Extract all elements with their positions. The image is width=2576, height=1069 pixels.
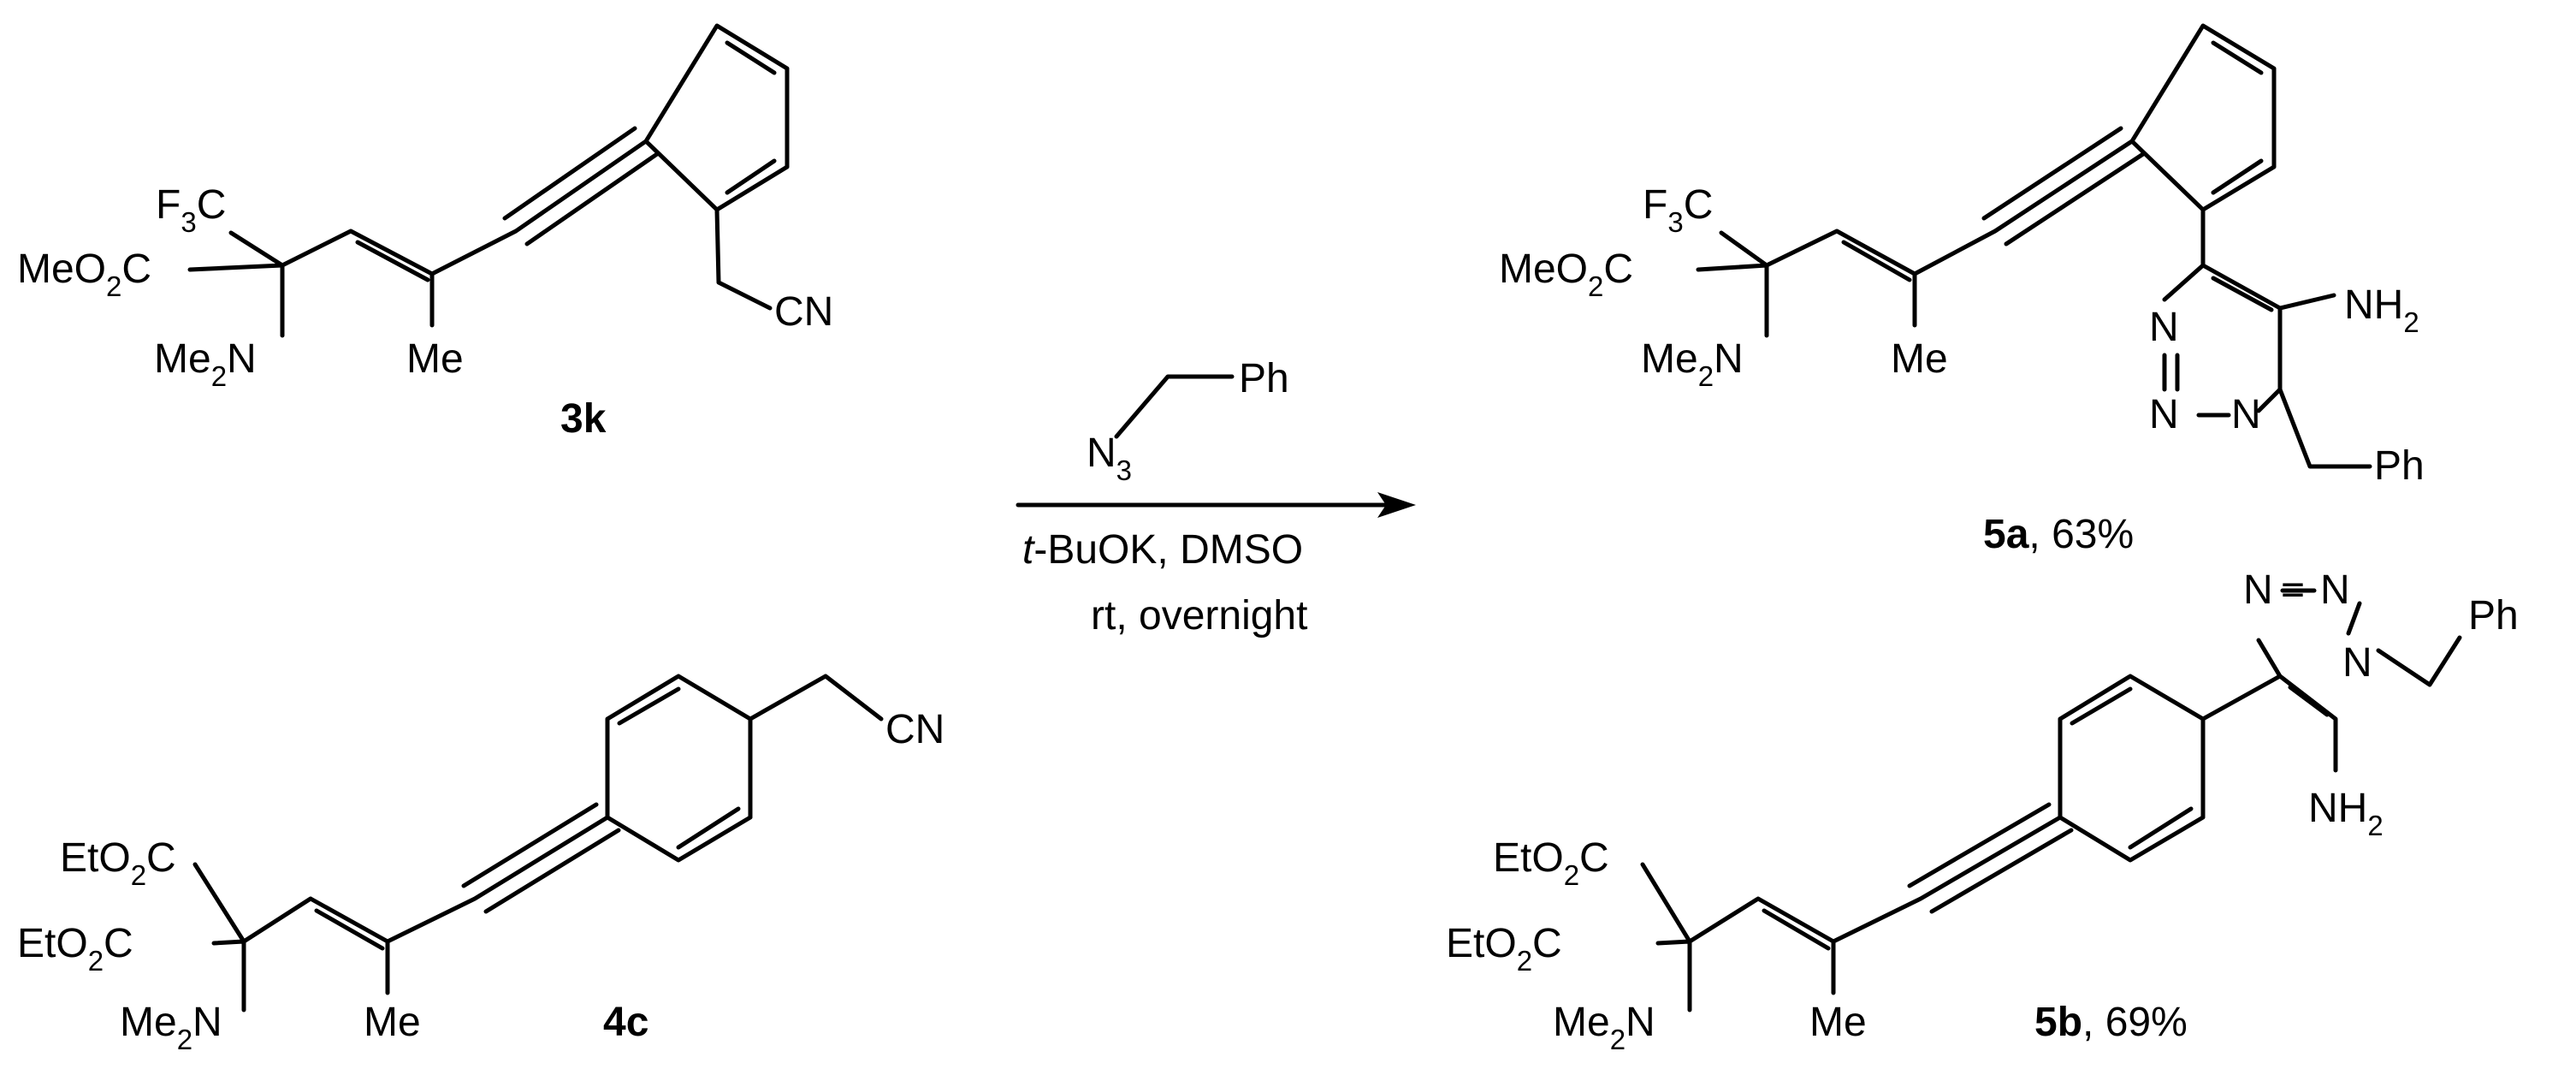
benzyl-azide-bonds [1114, 374, 1235, 439]
5b-ester2-label: EtO2C [1446, 921, 1562, 977]
5a-ester-label: MeO2C [1499, 246, 1633, 302]
4c-compound-id: 4c [603, 1000, 648, 1045]
5a-skeleton-bonds [1696, 23, 2372, 469]
5a-triazole-n1: N [2231, 392, 2261, 437]
4c-skeleton-bonds [192, 674, 884, 1013]
4c-amine-label: Me2N [120, 1000, 222, 1055]
5b-triazole-n3: N [2243, 567, 2273, 613]
compound-4c: EtO2C EtO2C Me2N Me CN 4c [17, 674, 945, 1055]
reagent-azide-label: N3 [1087, 431, 1132, 486]
3k-skeleton-bonds [187, 23, 790, 338]
3k-cf3-label: F3C [156, 182, 226, 238]
4c-nitrile-label: CN [885, 707, 945, 752]
3k-compound-id: 3k [560, 396, 607, 442]
3k-nitrile-label: CN [774, 289, 833, 335]
compound-3k: F3C MeO2C Me2N Me CN 3k [17, 23, 833, 442]
4c-ester2-label: EtO2C [17, 921, 133, 977]
5b-phenyl-label: Ph [2468, 593, 2519, 638]
4c-ester1-label: EtO2C [60, 835, 176, 891]
5b-triazole-eq: = [2281, 567, 2305, 613]
5a-triazole-n2: N [2149, 392, 2179, 437]
5a-amino-label: NH2 [2344, 282, 2419, 338]
5b-triazole-n2: N [2320, 567, 2350, 613]
3k-methyl-label: Me [406, 336, 464, 382]
5a-compound-label: 5a, 63% [1983, 512, 2134, 557]
conditions-line-2: rt, overnight [1091, 593, 1307, 638]
3k-ester-label: MeO2C [17, 246, 151, 302]
5b-methyl-label: Me [1809, 1000, 1867, 1045]
compound-5b: EtO2C EtO2C Me2N Me N = N N Ph NH2 5b, 6… [1446, 567, 2519, 1055]
5b-triazole-n1: N [2342, 640, 2372, 686]
reaction-arrow-head [1377, 492, 1416, 518]
reaction-arrow-group: Ph N3 t-BuOK, DMSO rt, overnight [1016, 356, 1416, 638]
4c-methyl-label: Me [364, 1000, 421, 1045]
3k-amine-label: Me2N [154, 336, 257, 392]
compound-5a: F3C MeO2C Me2N Me NH2 N N N Ph 5a, 63% [1499, 23, 2425, 557]
conditions-line-1: t-BuOK, DMSO [1022, 527, 1303, 573]
5a-methyl-label: Me [1891, 336, 1948, 382]
5b-amino-label: NH2 [2308, 786, 2384, 841]
5b-ester1-label: EtO2C [1493, 835, 1609, 891]
5b-compound-label: 5b, 69% [2034, 1000, 2188, 1045]
5a-amine-label: Me2N [1641, 336, 1744, 392]
5a-cf3-label: F3C [1643, 182, 1713, 238]
5b-amine-label: Me2N [1553, 1000, 1655, 1055]
5a-phenyl-label: Ph [2374, 443, 2425, 489]
5a-triazole-n3: N [2149, 305, 2179, 350]
reagent-phenyl-label: Ph [1239, 356, 1289, 401]
5b-skeleton-bonds [1640, 588, 2462, 1013]
